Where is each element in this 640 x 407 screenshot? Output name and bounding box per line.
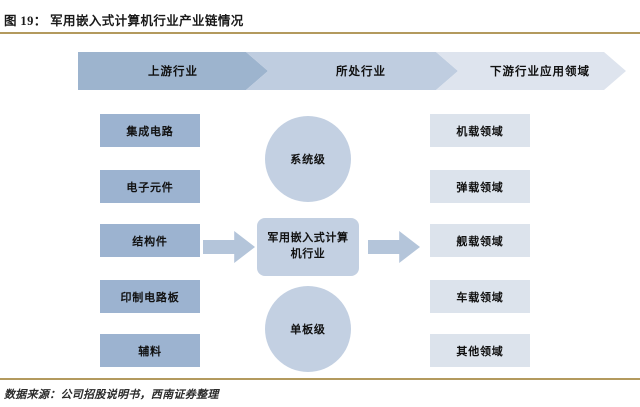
center-core-industry: 军用嵌入式计算机行业 [257, 218, 359, 276]
center-circle-system-level: 系统级 [265, 116, 351, 202]
upstream-box-printed-circuit-board: 印制电路板 [100, 280, 200, 313]
figure-title: 图 19： 军用嵌入式计算机行业产业链情况 [4, 14, 244, 28]
title-divider-rule [0, 32, 640, 34]
value-chain-banner: 上游行业 所处行业 下游行业应用领域 [78, 52, 626, 90]
chevron-stage-upstream-label: 上游行业 [148, 66, 198, 78]
chevron-stage-downstream-label: 下游行业应用领域 [490, 66, 590, 78]
diagram-canvas: 上游行业 所处行业 下游行业应用领域 集成电路 电子元件 结构件 印制电路板 辅… [0, 34, 640, 378]
source-divider-rule [0, 378, 640, 380]
center-core-industry-label: 军用嵌入式计算机行业 [267, 232, 349, 260]
center-circle-system-level-label: 系统级 [290, 154, 326, 166]
downstream-box-label: 弹载领域 [456, 181, 504, 194]
center-to-downstream-arrow-icon [368, 231, 420, 263]
upstream-to-center-arrow-icon [203, 231, 255, 263]
upstream-box-label: 结构件 [132, 235, 168, 248]
center-circle-board-level-label: 单板级 [290, 324, 326, 336]
downstream-box-other: 其他领域 [430, 334, 530, 367]
chevron-stage-downstream: 下游行业应用领域 [436, 52, 626, 90]
figure-source: 数据来源：公司招股说明书，西南证券整理 [4, 389, 219, 401]
upstream-box-auxiliary-material: 辅料 [100, 334, 200, 367]
upstream-box-structural-part: 结构件 [100, 224, 200, 257]
downstream-box-shipborne: 舰载领域 [430, 224, 530, 257]
upstream-box-label: 集成电路 [126, 125, 174, 138]
upstream-box-electronic-component: 电子元件 [100, 170, 200, 203]
upstream-box-label: 电子元件 [126, 181, 174, 194]
chevron-stage-current: 所处行业 [246, 52, 458, 90]
center-circle-board-level: 单板级 [265, 286, 351, 372]
upstream-box-integrated-circuit: 集成电路 [100, 114, 200, 147]
downstream-box-label: 机载领域 [456, 125, 504, 138]
downstream-box-missile-borne: 弹载领域 [430, 170, 530, 203]
upstream-box-label: 印制电路板 [120, 291, 180, 304]
downstream-box-label: 其他领域 [456, 345, 504, 358]
chevron-stage-current-label: 所处行业 [336, 66, 386, 78]
chevron-stage-upstream: 上游行业 [78, 52, 268, 90]
downstream-box-airborne: 机载领域 [430, 114, 530, 147]
downstream-box-vehicle-borne: 车载领域 [430, 280, 530, 313]
downstream-box-label: 舰载领域 [456, 235, 504, 248]
upstream-box-label: 辅料 [138, 345, 162, 358]
downstream-box-label: 车载领域 [456, 291, 504, 304]
